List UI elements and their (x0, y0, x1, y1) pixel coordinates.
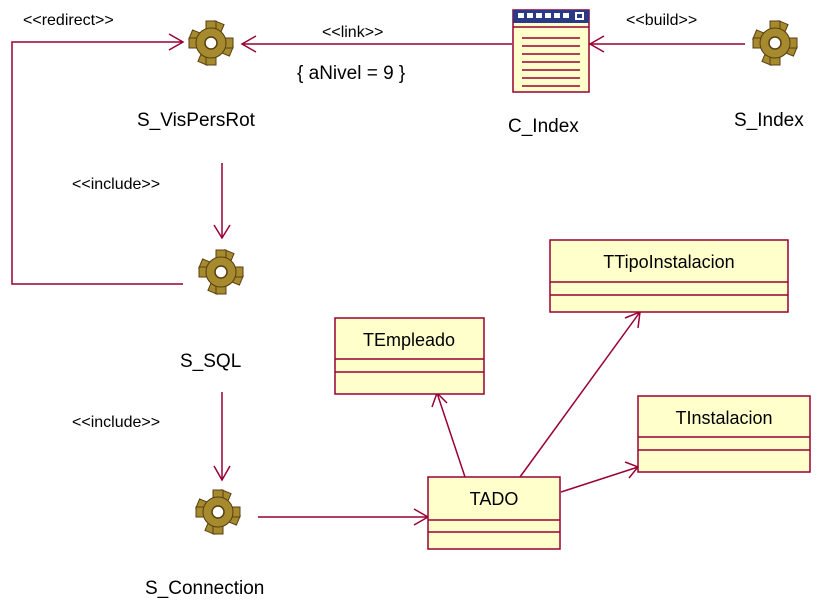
s-index-label: S_Index (734, 110, 804, 131)
class-tado[interactable]: TADO (427, 476, 561, 550)
s-sql-label: S_SQL (180, 351, 241, 372)
tado-templeado-connector (436, 392, 466, 478)
build-arrowhead (588, 35, 605, 53)
redirect-arrowhead (168, 33, 185, 51)
class-tinstalacion-name: TInstalacion (675, 408, 772, 428)
link-arrowhead (240, 35, 257, 53)
s-sql-gear-icon[interactable] (191, 242, 251, 302)
s-connection-label: S_Connection (145, 578, 264, 599)
class-ttipoinstalacion-name: TTipoInstalacion (603, 252, 734, 272)
s-vispersrot-label: S_VisPersRot (137, 110, 256, 131)
class-templeado[interactable]: TEmpleado (334, 317, 485, 395)
class-tinstalacion[interactable]: TInstalacion (637, 395, 811, 473)
class-templeado-name: TEmpleado (363, 330, 455, 350)
class-ttipoinstalacion[interactable]: TTipoInstalacion (549, 239, 789, 313)
include-sql-stereotype: <<include>> (72, 176, 160, 193)
connectors (11, 33, 745, 526)
tado-tinstalacion-connector (560, 466, 639, 493)
c-index-label: C_Index (508, 116, 579, 137)
include-connection-stereotype: <<include>> (72, 414, 160, 431)
s-connection-gear-icon[interactable] (188, 482, 248, 542)
s-vispersrot-gear-icon[interactable] (181, 13, 241, 73)
tado-ttipoinstalacion-connector (519, 311, 641, 478)
redirect-stereotype: <<redirect>> (23, 12, 114, 29)
redirect-connector (11, 41, 183, 285)
c-index-web-page-icon[interactable] (512, 9, 590, 93)
include-connection-arrowhead (213, 465, 231, 482)
link-constraint: { aNivel = 9 } (297, 63, 405, 84)
build-stereotype: <<build>> (626, 12, 697, 29)
include-sql-arrowhead (213, 224, 231, 240)
class-tado-name: TADO (470, 489, 519, 509)
link-stereotype: <<link>> (322, 24, 383, 41)
s-index-gear-icon[interactable] (745, 13, 805, 73)
